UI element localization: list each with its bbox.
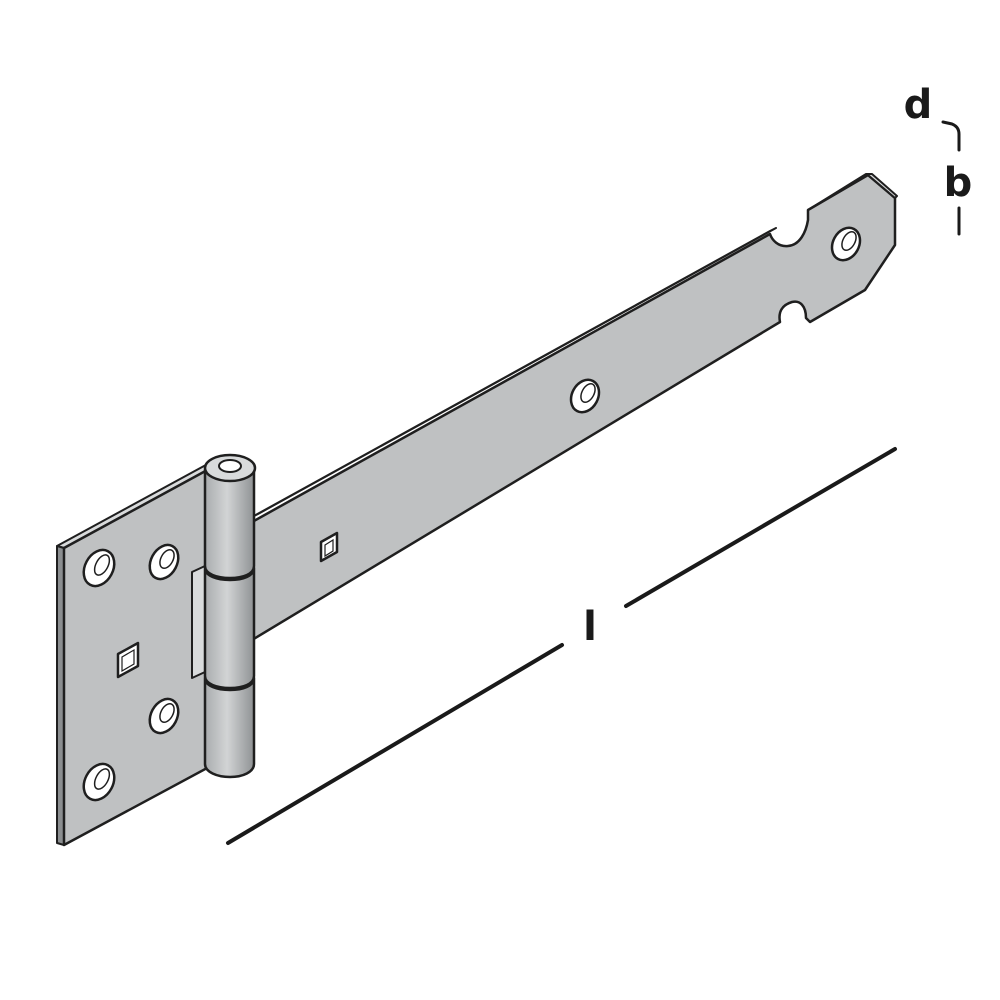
depth-tick	[941, 120, 961, 152]
strap-end-edge	[807, 173, 898, 211]
length-label: l	[583, 604, 597, 650]
knuckle-middle	[203, 566, 256, 690]
depth-label: d	[904, 82, 933, 128]
hinge-plate	[56, 459, 224, 847]
dimension-depth: d	[904, 82, 961, 152]
pin-head	[218, 459, 242, 473]
knuckle-lower	[203, 676, 256, 779]
strap-top-edge	[251, 227, 777, 518]
plate-square-hole	[116, 641, 140, 679]
length-line-upper	[624, 447, 897, 608]
strap-arm	[250, 173, 898, 642]
knuckle-upper	[203, 468, 256, 580]
width-label: b	[944, 160, 973, 206]
plate-knuckle-wrap	[191, 565, 206, 679]
dimension-length: l	[226, 447, 897, 845]
strap-end-hole-inner	[841, 230, 857, 252]
hinge-knuckle	[203, 453, 257, 779]
strap-middle-hole-inner	[580, 382, 596, 404]
length-line-lower	[226, 643, 564, 845]
dimension-width: b	[944, 160, 973, 236]
